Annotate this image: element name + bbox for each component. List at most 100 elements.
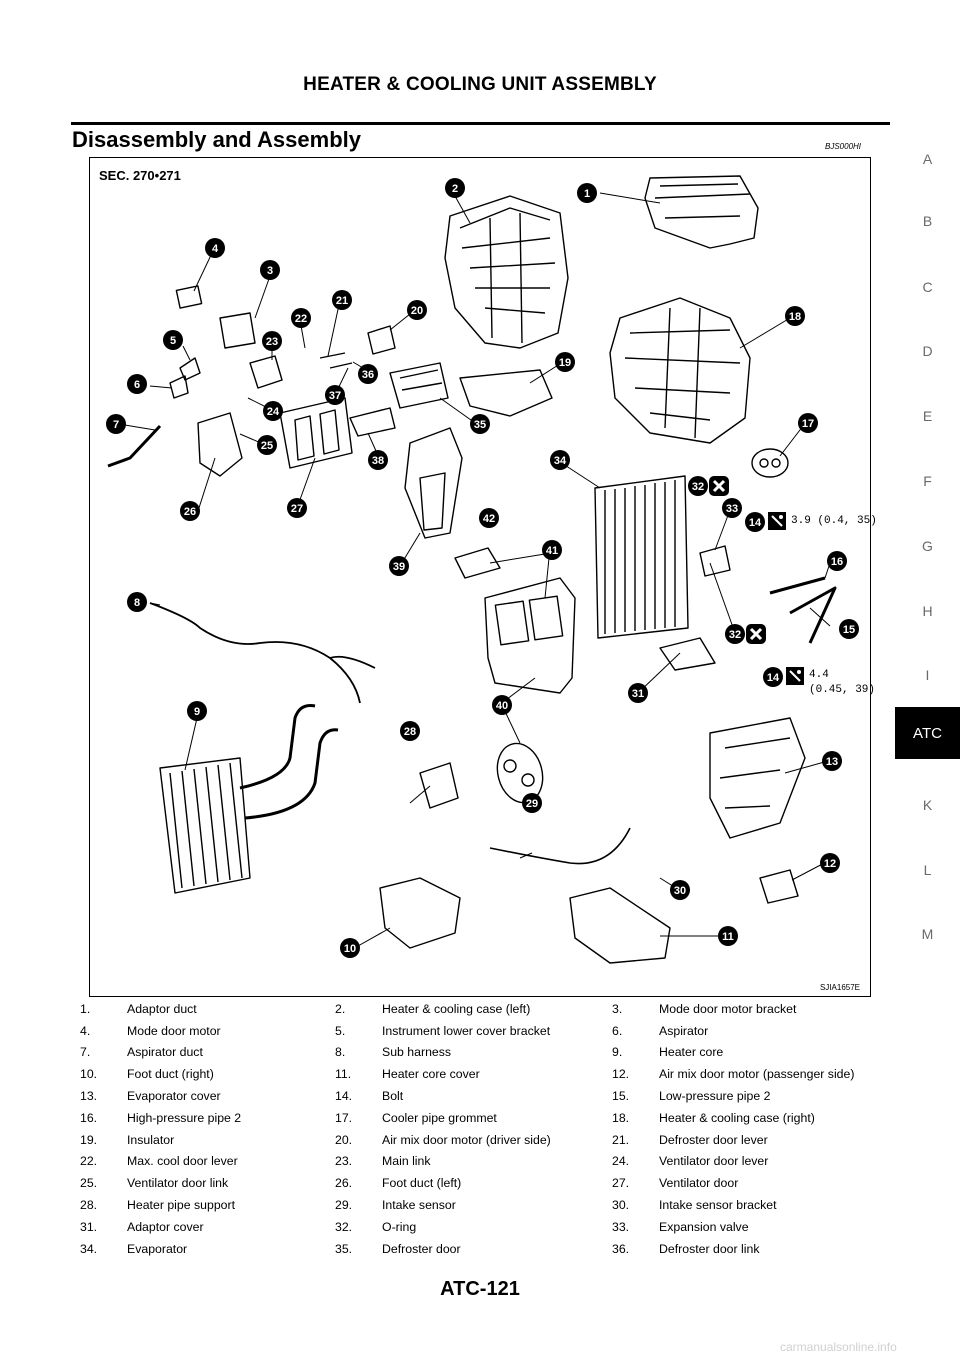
parts-list-item: 11.Heater core cover	[335, 1067, 612, 1081]
part-number: 26.	[335, 1176, 353, 1191]
svg-text:40: 40	[496, 700, 508, 712]
part-number: 15.	[612, 1089, 630, 1104]
callout-11: 11	[718, 926, 738, 946]
part-name: Heater core cover	[382, 1067, 480, 1082]
part-name: Air mix door motor (passenger side)	[659, 1067, 855, 1082]
svg-text:14: 14	[749, 517, 762, 529]
callout-1: 1	[577, 183, 597, 203]
svg-text:34: 34	[554, 455, 567, 467]
side-index-l[interactable]: L	[923, 862, 932, 878]
side-index-c[interactable]: C	[922, 279, 933, 295]
part-name: Evaporator cover	[127, 1089, 221, 1104]
section-title: Disassembly and Assembly	[72, 127, 361, 152]
part-number: 9.	[612, 1045, 623, 1060]
side-index-m[interactable]: M	[921, 926, 934, 942]
part-name: Ventilator door link	[127, 1176, 229, 1191]
svg-text:13: 13	[826, 756, 838, 768]
part-number: 1.	[80, 1001, 91, 1016]
part-name: Low-pressure pipe 2	[659, 1089, 771, 1104]
parts-list-item: 23. Main link	[335, 1154, 612, 1168]
parts-list-item: 2.Heater & cooling case (left)	[335, 1002, 612, 1016]
svg-text:41: 41	[546, 545, 558, 557]
parts-list-item: 13. Evaporator cover	[80, 1089, 335, 1103]
parts-list-item: 17.Cooler pipe grommet	[335, 1111, 612, 1125]
part-name: Ventilator door lever	[659, 1154, 769, 1169]
part-name: Heater core	[659, 1045, 724, 1060]
part-name: Expansion valve	[659, 1219, 749, 1234]
parts-list-item: 5.Instrument lower cover bracket	[335, 1024, 612, 1038]
part-name: Instrument lower cover bracket	[382, 1023, 551, 1038]
parts-list-item: 10.Foot duct (right)	[80, 1067, 335, 1081]
parts-list-item: 3.Mode door motor bracket	[612, 1002, 890, 1016]
part-name: Heater pipe support	[127, 1198, 236, 1213]
callout-8: 8	[127, 592, 147, 612]
side-index-b[interactable]: B	[922, 213, 933, 229]
part-number: 28.	[80, 1198, 98, 1213]
part-name: Main link	[382, 1154, 431, 1169]
part-name: Defroster door lever	[659, 1132, 768, 1147]
svg-text:19: 19	[559, 357, 571, 369]
part-number: 13.	[80, 1089, 98, 1104]
svg-text:35: 35	[474, 419, 486, 431]
parts-list-item: 8.Sub harness	[335, 1045, 612, 1059]
svg-text:6: 6	[134, 379, 140, 391]
part-name: O-ring	[382, 1219, 417, 1234]
part-name: Adaptor cover	[127, 1219, 204, 1234]
side-index-k[interactable]: K	[922, 797, 933, 813]
svg-text:4: 4	[212, 243, 219, 255]
part-number: 23.	[335, 1154, 353, 1169]
side-index-active-tab[interactable]: ATC	[895, 707, 960, 759]
part-name: Max. cool door lever	[127, 1154, 238, 1169]
parts-list-item: 14.Bolt	[335, 1089, 612, 1103]
part-number: 12.	[612, 1067, 630, 1082]
svg-text:10: 10	[344, 943, 356, 955]
part-name: Adaptor duct	[127, 1001, 197, 1016]
callout-30: 30	[670, 880, 690, 900]
part-name: Insulator	[127, 1132, 175, 1147]
svg-text:16: 16	[831, 556, 843, 568]
side-index-f[interactable]: F	[923, 473, 932, 489]
callout-17: 17	[798, 413, 818, 433]
callout-16: 16	[827, 551, 847, 571]
part-name: Defroster door	[382, 1241, 461, 1256]
part-number: 20.	[335, 1132, 353, 1147]
side-index-a[interactable]: A	[922, 151, 933, 167]
svg-text:23: 23	[266, 336, 278, 348]
watermark: carmanualsonline.info	[780, 1340, 897, 1354]
callout-5: 5	[163, 330, 183, 350]
header-rule	[71, 122, 890, 125]
side-index-e[interactable]: E	[922, 408, 933, 424]
callout-34: 34	[550, 450, 570, 470]
callout-4: 4	[205, 238, 225, 258]
side-index-h[interactable]: H	[922, 603, 933, 619]
side-index-g[interactable]: G	[922, 538, 933, 554]
callout-10: 10	[340, 938, 360, 958]
parts-list-item: 20.Air mix door motor (driver side)	[335, 1133, 612, 1147]
svg-text:31: 31	[632, 688, 644, 700]
svg-text:24: 24	[267, 406, 280, 418]
callout-41: 41	[542, 540, 562, 560]
part-number: 34.	[80, 1241, 98, 1256]
part-number: 24.	[612, 1154, 630, 1169]
callout-32a: 32	[688, 476, 708, 496]
callout-26: 26	[180, 501, 200, 521]
document-code: BJS000HI	[825, 142, 862, 151]
callout-33: 33	[722, 498, 742, 518]
parts-list-item: 33.Expansion valve	[612, 1220, 890, 1234]
side-index-i[interactable]: I	[925, 667, 930, 683]
callout-2: 2	[445, 178, 465, 198]
callout-23: 23	[262, 331, 282, 351]
svg-text:22: 22	[295, 313, 307, 325]
svg-text:37: 37	[329, 390, 341, 402]
callout-9: 9	[187, 701, 207, 721]
parts-list-item: 28. Heater pipe support	[80, 1198, 335, 1212]
svg-text:27: 27	[291, 503, 303, 515]
side-index-d[interactable]: D	[922, 343, 933, 359]
parts-list-item: 26.Foot duct (left)	[335, 1176, 612, 1190]
torque-spec-2-line1: 4.4	[809, 669, 829, 681]
part-number: 2.	[335, 1001, 346, 1016]
